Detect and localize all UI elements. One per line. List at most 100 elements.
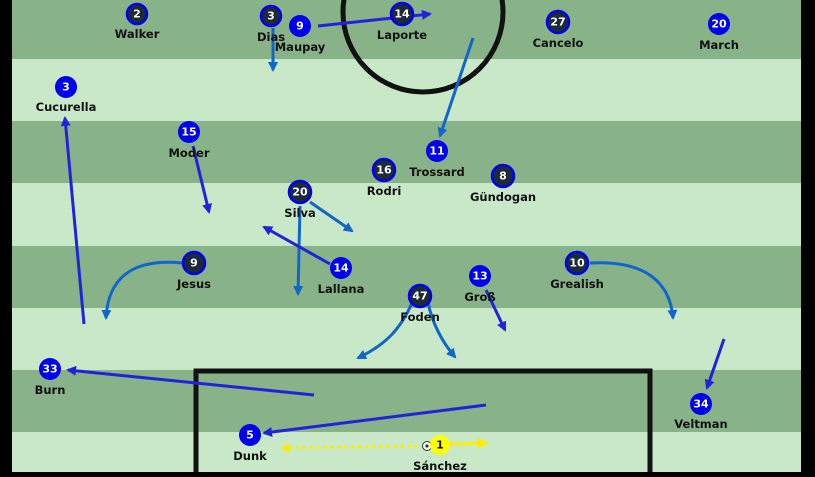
player-marker (178, 121, 200, 143)
player-name: Walker (115, 27, 160, 41)
run-arrow-trossard (437, 37, 475, 138)
player-number: 1 (436, 439, 444, 452)
player-number: 8 (499, 170, 507, 183)
player-name: Sánchez (413, 459, 467, 472)
player-number: 34 (693, 398, 709, 411)
player-name: Cancelo (533, 36, 584, 50)
run-arrow-gross (484, 289, 507, 332)
player-marker (426, 140, 448, 162)
player-marker (330, 257, 352, 279)
player-marker (125, 2, 149, 26)
stripe (12, 183, 801, 246)
player-burn[interactable]: 33 Burn (35, 358, 66, 397)
player-number: 5 (246, 429, 254, 442)
player-name: Trossard (409, 165, 465, 179)
stripe (12, 432, 801, 472)
pass-arrow-lallana (262, 225, 331, 266)
run-arrow-foden-right (426, 302, 457, 359)
player-number: 14 (394, 8, 410, 21)
player-marker (287, 179, 313, 205)
player-veltman[interactable]: 34 Veltman (674, 393, 728, 431)
player-marker (389, 1, 415, 27)
run-arrow-veltman (704, 338, 726, 390)
player-name: Burn (35, 383, 66, 397)
player-number: 13 (472, 270, 487, 283)
player-cancelo[interactable]: 27 Cancelo (533, 9, 584, 50)
player-number: 9 (296, 20, 304, 33)
player-lallana[interactable]: 14 Lallana (318, 257, 365, 296)
player-jesus[interactable]: 9 Jesus (176, 250, 211, 291)
player-gundogan[interactable]: 8 Gündogan (470, 163, 536, 204)
player-rodri[interactable]: 16 Rodri (367, 157, 402, 198)
player-marker (708, 13, 730, 35)
player-marker (239, 424, 261, 446)
player-marker (430, 435, 450, 455)
run-arrow-silva-right (309, 200, 354, 233)
player-name: Dias (257, 30, 285, 44)
run-arrow-jesus (101, 260, 183, 320)
run-arrow-moder (191, 145, 212, 214)
player-marker (490, 163, 516, 189)
player-name: Jesus (176, 277, 211, 291)
ball-path-right (449, 437, 489, 450)
player-trossard[interactable]: 11 Trossard (409, 140, 465, 179)
penalty-box (193, 368, 653, 472)
player-number: 2 (133, 8, 141, 21)
player-moder[interactable]: 15 Moder (168, 121, 210, 160)
player-number: 16 (376, 164, 392, 177)
player-marker (545, 9, 571, 35)
player-number: 9 (190, 257, 198, 270)
player-marker (39, 358, 61, 380)
player-sanchez[interactable]: 1 Sánchez (413, 435, 467, 473)
player-march[interactable]: 20 March (699, 13, 739, 52)
player-number: 15 (181, 126, 196, 139)
player-name: Dunk (233, 449, 267, 463)
player-silva[interactable]: 20 Silva (284, 179, 316, 220)
player-number: 3 (62, 81, 70, 94)
player-name: Laporte (377, 28, 427, 42)
player-dias[interactable]: 3 Dias (257, 4, 285, 44)
player-name: Cucurella (36, 100, 97, 114)
player-marker (407, 283, 433, 309)
player-laporte[interactable]: 14 Laporte (377, 1, 427, 42)
player-marker (289, 15, 311, 37)
player-number: 3 (267, 10, 275, 23)
player-name: Maupay (275, 40, 326, 54)
player-foden[interactable]: 47 Foden (400, 283, 440, 324)
run-arrow-silva-down (293, 205, 304, 296)
player-cucurella[interactable]: 3 Cucurella (36, 76, 97, 114)
player-name: Groß (464, 290, 495, 304)
player-marker (469, 265, 491, 287)
pitch-stripes (12, 0, 801, 472)
run-arrow-grealish (589, 261, 678, 320)
pass-arrow-dunk (262, 403, 487, 437)
player-name: Grealish (550, 277, 604, 291)
ball-path-left (280, 442, 426, 453)
player-number: 10 (569, 257, 585, 270)
player-marker (259, 4, 283, 28)
player-name: Moder (168, 146, 209, 160)
soccer-ball-icon[interactable] (422, 441, 432, 451)
player-dunk[interactable]: 5 Dunk (233, 424, 267, 463)
player-number: 14 (333, 262, 349, 275)
player-number: 47 (412, 290, 427, 303)
player-gross[interactable]: 13 Groß (464, 265, 496, 304)
player-number: 20 (711, 18, 727, 31)
stripe (12, 370, 801, 432)
player-maupay[interactable]: 9 Maupay (275, 15, 326, 54)
run-arrow-cucurella (60, 116, 86, 325)
player-marker (181, 250, 207, 276)
player-grealish[interactable]: 10 Grealish (550, 250, 604, 291)
player-number: 27 (550, 16, 565, 29)
player-number: 20 (292, 186, 308, 199)
stripe (12, 121, 801, 183)
player-number: 11 (429, 145, 444, 158)
player-marker (564, 250, 590, 276)
player-marker (690, 393, 712, 415)
run-arrow-foden-left (356, 302, 414, 360)
player-name: Gündogan (470, 190, 536, 204)
player-walker[interactable]: 2 Walker (115, 2, 160, 41)
stripe (12, 246, 801, 308)
